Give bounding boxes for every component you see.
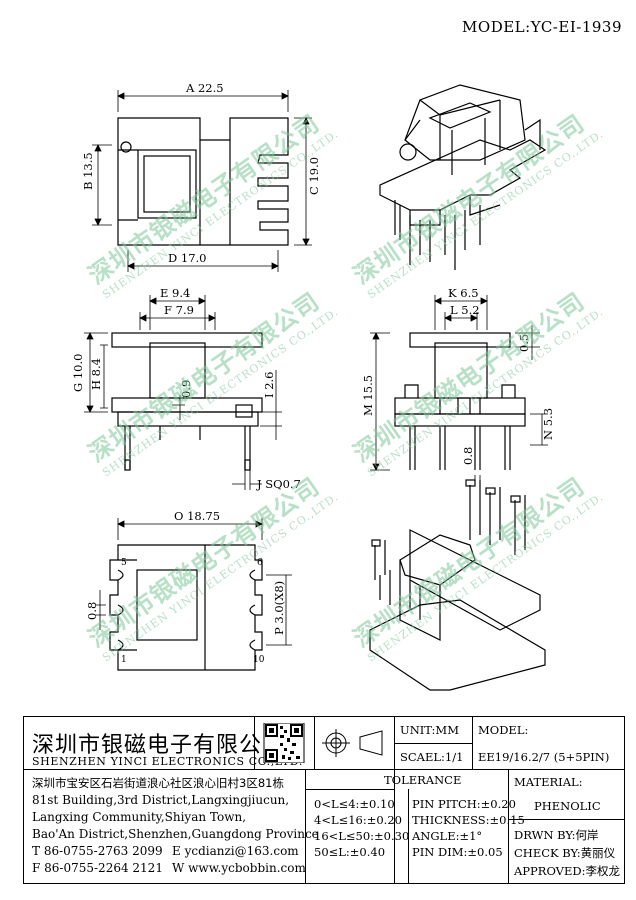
address-cn: 深圳市宝安区石岩街道浪心社区浪心旧村3区81栋: [32, 776, 284, 790]
pin-10: 10: [253, 655, 265, 665]
checked-by: CHECK BY:黄丽仪: [514, 846, 616, 860]
dim-o: O 18.75: [174, 509, 220, 523]
tolerance-2: 4<L≤16:±0.20: [314, 813, 402, 827]
dim-j: J SQ0.7: [256, 477, 301, 491]
pin-1: 1: [121, 655, 127, 665]
material-label: MATERIAL:: [514, 775, 583, 789]
pin-tolerance-3: ANGLE:±1°: [412, 829, 483, 843]
dim-08b: 0.8: [85, 602, 99, 620]
model-value: EE19/16.2/7 (5+5PIN): [478, 750, 610, 764]
front-view: [111, 332, 263, 471]
dim-l: L 5.2: [450, 303, 480, 317]
pin-5: 5: [121, 558, 127, 568]
material-value: PHENOLIC: [534, 799, 601, 813]
scale: SCAEL:1/1: [400, 750, 464, 764]
tolerance-3: 16<L≤50:±0.30: [314, 829, 410, 843]
dim-e: E 9.4: [160, 286, 190, 300]
website: W www.ycbobbin.com: [172, 861, 306, 875]
company-name-cn: 深圳市银磁电子有限公司: [32, 733, 286, 758]
company-name-en: SHENZHEN YINCI ELECTRONICS CO.,LTD.: [32, 755, 303, 768]
dim-05: 0.5: [517, 334, 531, 352]
model-label: MODEL:: [478, 723, 529, 737]
isometric-bottom: [369, 479, 546, 691]
dim-09: 0.9: [179, 380, 193, 398]
bottom-view: [109, 544, 263, 671]
email: E ycdianzi@163.com: [172, 844, 299, 858]
projection-symbol: [320, 725, 388, 761]
dim-p: P 3.0(X8): [272, 581, 286, 635]
dim-k: K 6.5: [448, 286, 479, 300]
side-view: [394, 332, 526, 470]
dim-08a: 0.8: [461, 447, 475, 465]
technical-drawing: A 22.5 B 13.5 C 19.0 D 17.0 E 9.4 F 7.9 …: [71, 81, 555, 691]
unit: UNIT:MM: [400, 723, 459, 737]
dim-c: C 19.0: [307, 157, 321, 195]
drawn-by: DRWN BY:何岸: [514, 828, 599, 842]
tolerance-4: 50≤L:±0.40: [314, 845, 386, 859]
address-en-1: 81st Building,3rd District,Langxingjiucu…: [32, 793, 290, 807]
pin-6: 6: [257, 558, 263, 568]
dim-m: M 15.5: [361, 375, 375, 416]
dim-f: F 7.9: [164, 303, 194, 317]
dim-h: H 8.4: [89, 358, 103, 390]
fax: F 86-0755-2264 2121: [32, 861, 163, 875]
top-view: [117, 117, 289, 246]
dim-a: A 22.5: [185, 81, 224, 95]
model-number: MODEL:YC-EI-1939: [462, 18, 622, 36]
tolerance-title: TOLERANCE: [384, 773, 462, 787]
qr-code: [260, 722, 308, 764]
dim-b: B 13.5: [81, 152, 95, 190]
pin-tolerance-2: THICKNESS:±0.15: [412, 813, 525, 827]
telephone: T 86-0755-2763 2099: [32, 844, 163, 858]
pin-tolerance-4: PIN DIM:±0.05: [412, 845, 503, 859]
title-block: 深圳市银磁电子有限公司 SHENZHEN YINCI ELECTRONICS C…: [23, 716, 625, 884]
dim-n: N 5.3: [541, 408, 555, 440]
address-en-2: Langxing Community,Shiyan Town,: [32, 810, 247, 824]
isometric-top: [379, 84, 547, 270]
tolerance-1: 0<L≤4:±0.10: [314, 797, 395, 811]
approved-by: APPROVED:李权龙: [514, 864, 620, 878]
dim-g: G 10.0: [71, 354, 85, 392]
dim-d: D 17.0: [168, 251, 206, 265]
pin-tolerance-1: PIN PITCH:±0.20: [412, 797, 516, 811]
dim-i: I 2.6: [262, 372, 276, 399]
address-en-3: Bao'An District,Shenzhen,Guangdong Provi…: [32, 827, 319, 841]
